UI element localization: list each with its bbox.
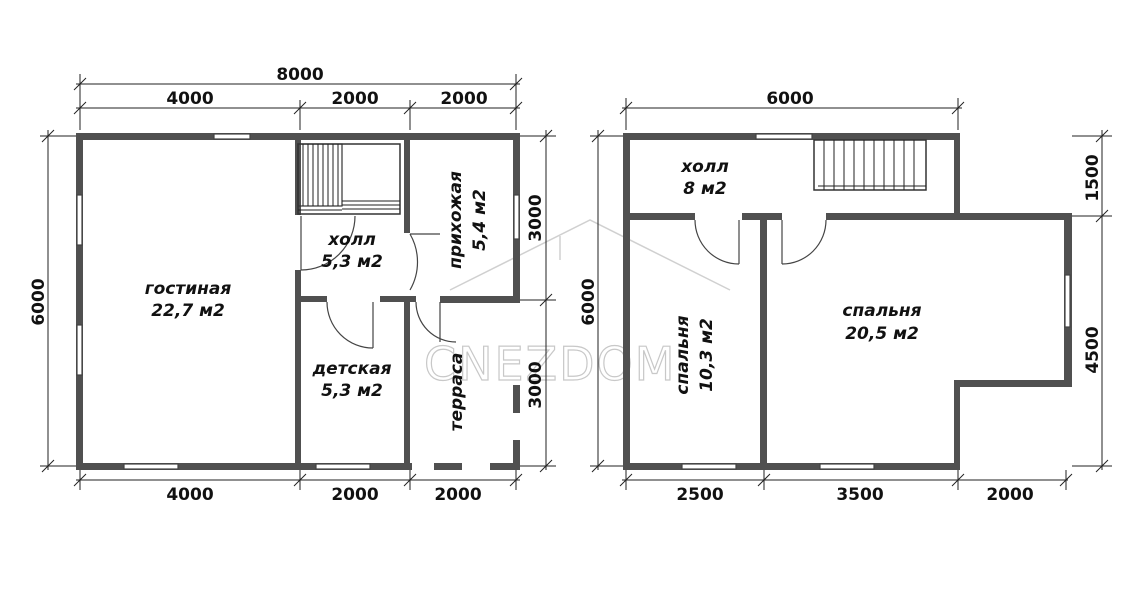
floor1-top-seg-3: 2000 [440, 89, 487, 109]
floor1-stairs [297, 143, 401, 215]
room-bedroom-large-area: 20,5 м2 [845, 324, 919, 344]
floor2-stairs [813, 139, 927, 191]
floor1-windows [76, 133, 520, 470]
floor2-doors [694, 219, 827, 265]
room-living-area: 22,7 м2 [151, 301, 225, 321]
floor2-right-upper: 1500 [1083, 154, 1103, 201]
room-kids-area: 5,3 м2 [321, 381, 383, 401]
room-entry-area: 5,4 м2 [470, 189, 490, 251]
watermark-text: CNEZDOM [424, 337, 676, 391]
floor2-bottom-seg-1: 2500 [676, 485, 723, 505]
floor2-top-width: 6000 [766, 89, 813, 109]
floor1-right-upper: 3000 [526, 194, 546, 241]
floor2-plan: 6000 6000 1500 4500 [579, 89, 1112, 505]
floor1-bottom-seg-1: 4000 [166, 485, 213, 505]
floor1-right-lower: 3000 [526, 361, 546, 408]
room-living-name: гостиная [145, 279, 232, 299]
floor1-right-dimension: 3000 3000 [518, 129, 556, 473]
floor1-doors [300, 215, 457, 349]
floor2-windows [681, 133, 1071, 470]
floor2-bottom-seg-3: 2000 [986, 485, 1033, 505]
room-terrace-name: терраса [447, 353, 467, 432]
room-bedroom-small-name: спальня [673, 315, 693, 394]
floor2-top-dimension: 6000 [619, 89, 965, 130]
floor2-left-height: 6000 [579, 278, 599, 325]
room-bedroom-large-name: спальня [842, 301, 921, 321]
floor1-top-seg-1: 4000 [166, 89, 213, 109]
floor2-bottom-seg-2: 3500 [836, 485, 883, 505]
floor1-room-labels: гостиная 22,7 м2 холл 5,3 м2 прихожая 5,… [145, 171, 490, 431]
room-kids-name: детская [311, 359, 391, 379]
room-hall2-name: холл [680, 157, 729, 177]
floor1-bottom-seg-2: 2000 [331, 485, 378, 505]
floor2-right-dimension: 1500 4500 [1072, 129, 1112, 473]
floor1-left-dimension: 6000 [29, 129, 80, 473]
floor2-left-dimension: 6000 [579, 129, 626, 473]
room-hall1-name: холл [327, 230, 376, 250]
floor1-bottom-dimensions: 4000 2000 2000 [73, 470, 523, 505]
floor2-bottom-dimensions: 2500 3500 2000 [619, 470, 1073, 505]
room-entry-name: прихожая [446, 171, 466, 269]
room-hall1-area: 5,3 м2 [321, 252, 383, 272]
floor2-room-labels: холл 8 м2 спальня 10,3 м2 спальня 20,5 м… [673, 157, 922, 395]
floor1-bottom-seg-3: 2000 [434, 485, 481, 505]
watermark: CNEZDOM [423, 219, 731, 392]
floor1-plan: 8000 4000 2000 2000 6000 3000 3000 [29, 65, 556, 505]
room-bedroom-small-area: 10,3 м2 [697, 318, 717, 392]
room-hall2-area: 8 м2 [683, 179, 726, 199]
floor2-right-lower: 4500 [1083, 326, 1103, 373]
floor1-top-dimensions: 8000 4000 2000 2000 [73, 65, 523, 130]
floor1-top-seg-2: 2000 [331, 89, 378, 109]
floor1-total-width: 8000 [276, 65, 323, 85]
floor1-left-height: 6000 [29, 278, 49, 325]
